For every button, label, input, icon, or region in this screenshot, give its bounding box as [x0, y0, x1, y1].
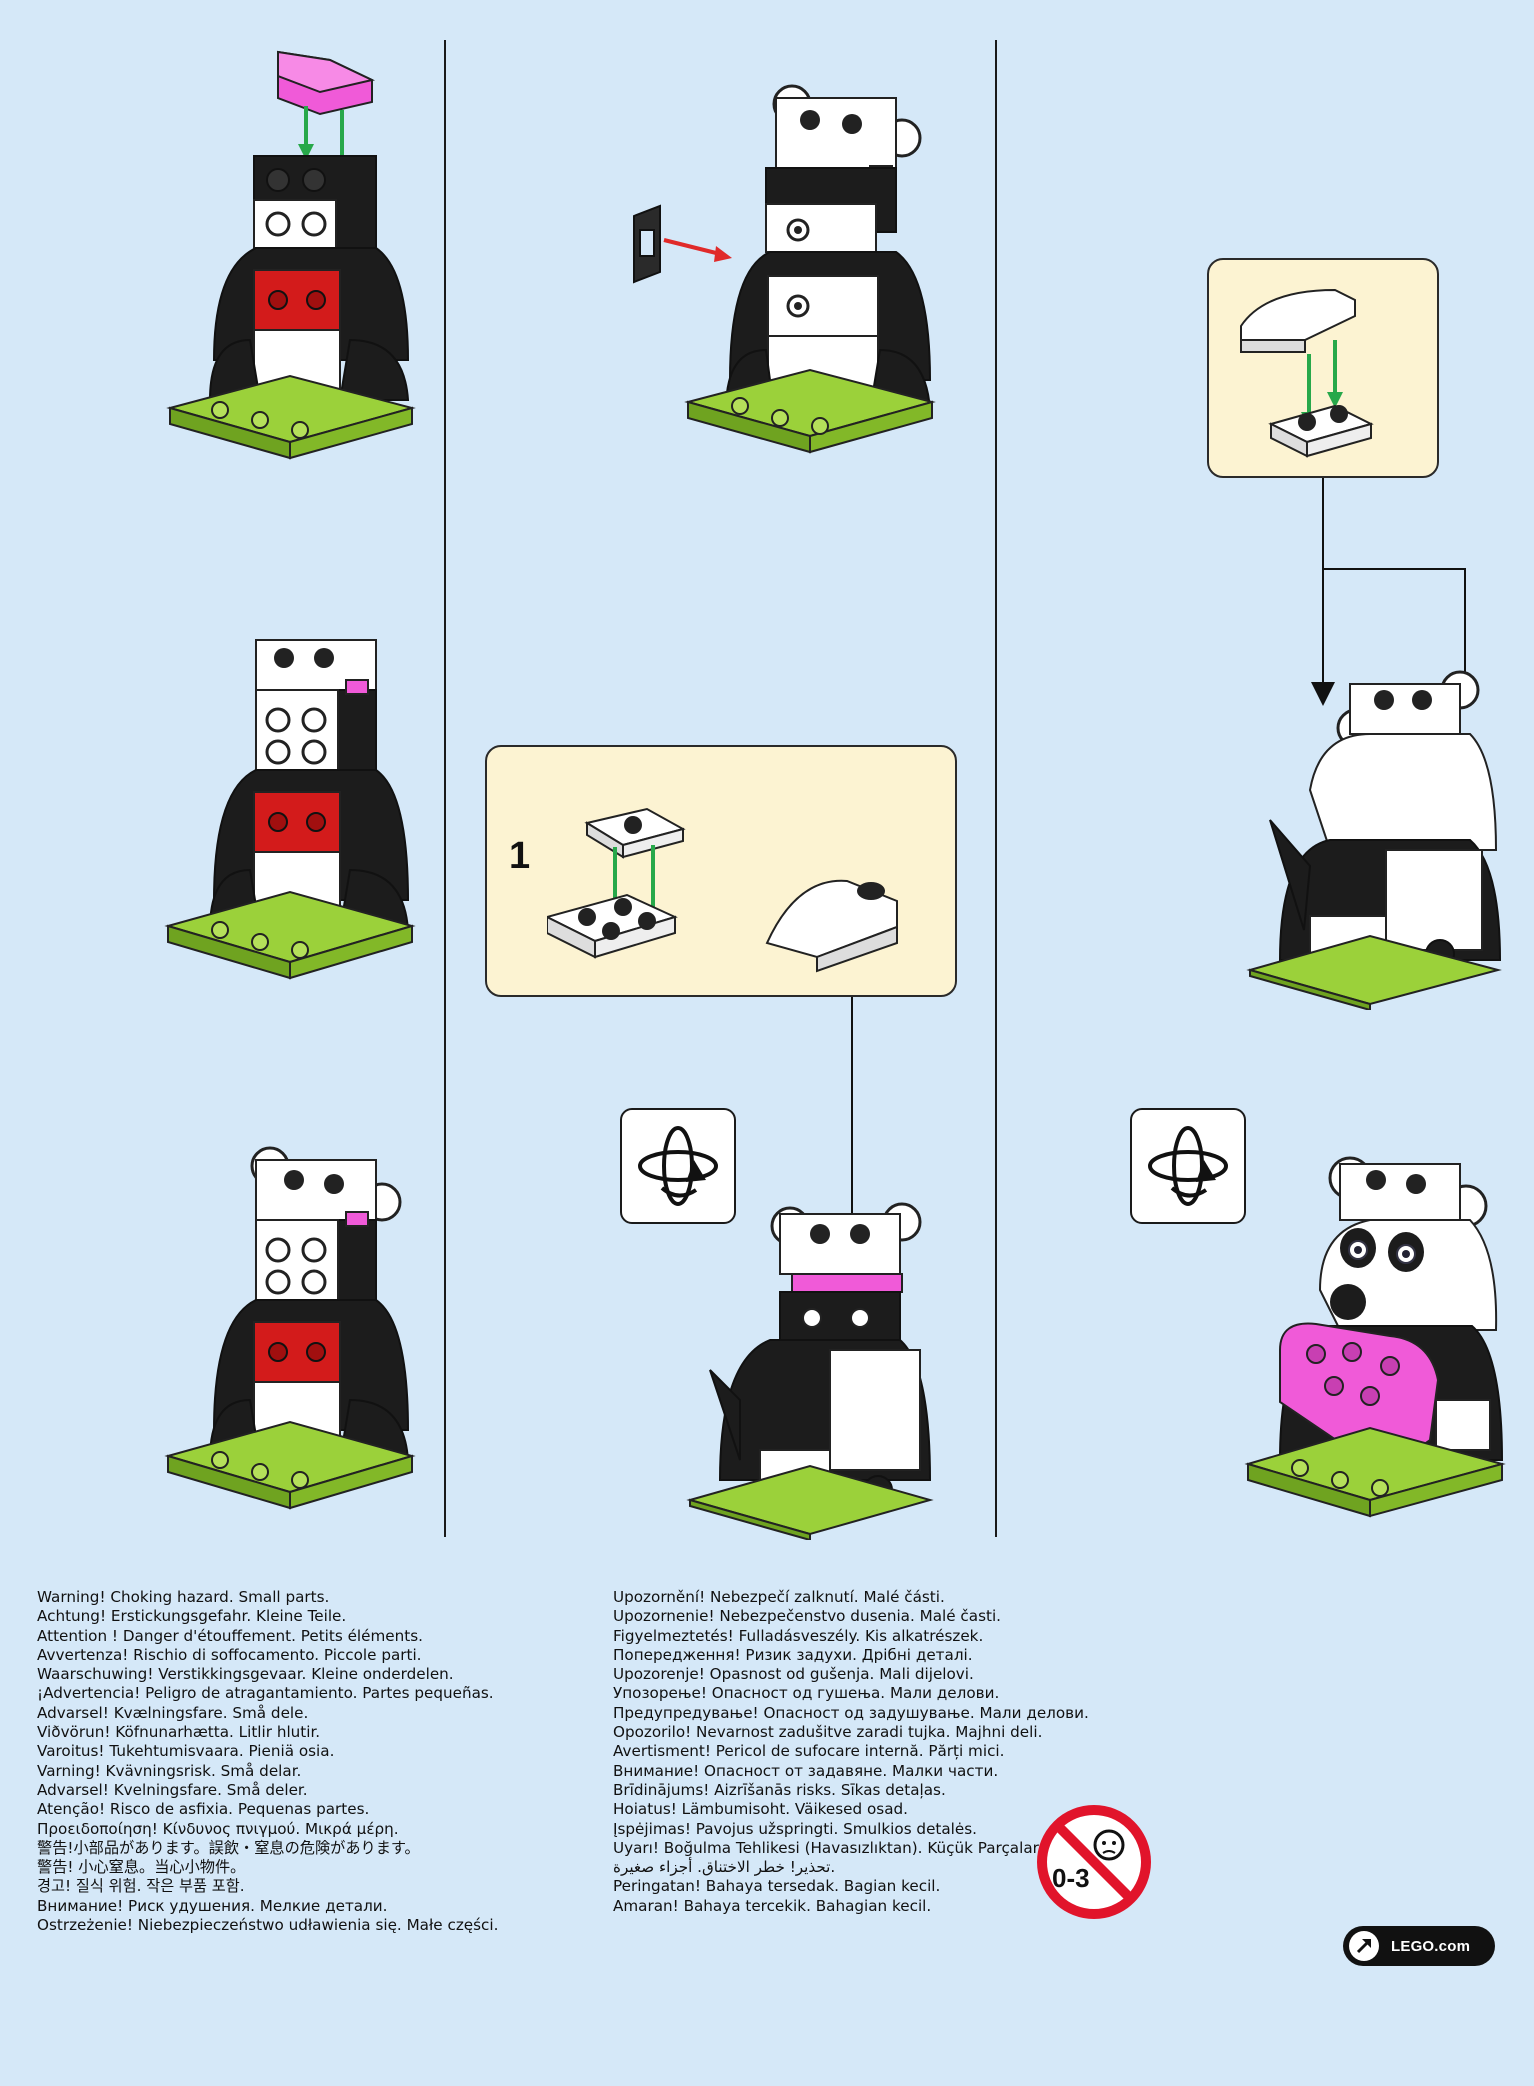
column-divider-right [995, 40, 997, 1537]
warning-list-right: Upozornění! Nebezpečí zalknutí. Malé čás… [613, 1588, 1089, 1916]
warning-line: Įspėjimas! Pavojus užspringti. Smulkios … [613, 1819, 977, 1838]
warning-line: Amaran! Bahaya tercekik. Bahagian kecil. [613, 1896, 932, 1915]
warning-line: Upozorenje! Opasnost od gušenja. Mali di… [613, 1665, 974, 1684]
warning-line: Внимание! Риск удушения. Мелкие детали. [37, 1896, 388, 1915]
warning-line: Hoiatus! Lämbumisoht. Väikesed osad. [613, 1800, 908, 1819]
age-warning-badge: 0-3 [1035, 1803, 1153, 1921]
warning-line: Advarsel! Kvelningsfare. Små deler. [37, 1780, 308, 1799]
warning-line: Warning! Choking hazard. Small parts. [37, 1588, 330, 1606]
warning-line: 경고! 질식 위험. 작은 부품 포함. [37, 1877, 245, 1896]
panda-build-stage-4 [620, 80, 940, 480]
sub-step-number: 1 [509, 835, 531, 877]
warning-line: Упозорење! Опасност од гушења. Мали дело… [613, 1684, 1000, 1703]
warning-line: 警告!小部品があります。誤飲・窒息の危険があります。 [37, 1838, 420, 1857]
sub-assembly-bricks [547, 807, 898, 973]
column-divider-left [444, 40, 446, 1537]
rotate-model-icon [1148, 1126, 1228, 1206]
sub-assembly-callout-2 [1207, 258, 1439, 478]
warning-line: Upozornenie! Nebezpečenstvo dusenia. Mal… [613, 1607, 1002, 1626]
warning-line: Внимание! Опасност от задавяне. Малки ча… [613, 1761, 999, 1780]
warning-line: Προειδοποίηση! Κίνδυνος πνιγμού. Μικρά μ… [37, 1819, 399, 1838]
warning-line: Upozornění! Nebezpečí zalknutí. Malé čás… [613, 1588, 945, 1606]
warning-line: Advarsel! Kvælningsfare. Små dele. [37, 1703, 309, 1722]
warning-line: Avertisment! Pericol de sufocare internă… [613, 1742, 1005, 1761]
panda-build-stage-2 [160, 630, 420, 1010]
warning-list-left: Warning! Choking hazard. Small parts.Ach… [37, 1588, 498, 1935]
panda-build-stage-1 [160, 40, 420, 480]
panda-build-stage-5 [680, 1200, 940, 1540]
lego-website-link[interactable]: LEGO.com [1343, 1926, 1495, 1966]
warning-line: Attention ! Danger d'étouffement. Petits… [37, 1626, 423, 1645]
warning-line: Figyelmeztetés! Fulladásveszély. Kis alk… [613, 1626, 984, 1645]
lego-website-label: LEGO.com [1391, 1937, 1471, 1955]
external-link-arrow-icon [1349, 1931, 1379, 1961]
warning-line: Brīdinājums! Aizrīšanās risks. Sīkas det… [613, 1780, 946, 1799]
age-range-label: 0-3 [1052, 1863, 1090, 1893]
panda-build-stage-3 [160, 1140, 420, 1540]
warning-line: Opozorilo! Nevarnost zadušitve zaradi tu… [613, 1723, 1043, 1742]
warning-line: Waarschuwing! Verstikkingsgevaar. Kleine… [37, 1665, 454, 1684]
callout-connector-line [851, 997, 853, 1369]
panda-build-stage-6 [1240, 670, 1510, 1010]
warning-line: Atenção! Risco de asfixia. Pequenas part… [37, 1800, 370, 1819]
callout-2-connector-horizontal [1322, 568, 1466, 570]
warning-line: Avvertenza! Rischio di soffocamento. Pic… [37, 1645, 422, 1664]
rotate-model-icon [638, 1126, 718, 1206]
warning-line: Varning! Kvävningsrisk. Små delar. [37, 1761, 302, 1780]
warning-line: Uyarı! Boğulma Tehlikesi (Havasızlıktan)… [613, 1838, 1043, 1857]
callout-2-connector-vertical [1322, 478, 1324, 686]
sub-assembly-bricks-2 [1240, 288, 1374, 458]
callout-2-arrowhead-left [1311, 682, 1335, 706]
warning-line: Varoitus! Tukehtumisvaara. Pieniä osia. [37, 1742, 335, 1761]
panda-final-model [1240, 1140, 1510, 1540]
warning-line: تحذير! خطر الاختناق. أجزاء صغيرة. [613, 1858, 836, 1877]
no-under-3-icon [1037, 1805, 1151, 1919]
warning-line: Viðvörun! Köfnunarhætta. Litlir hlutir. [37, 1723, 321, 1742]
rotate-model-button-1 [620, 1108, 736, 1224]
warning-line: ¡Advertencia! Peligro de atragantamiento… [37, 1684, 494, 1703]
warning-line: Peringatan! Bahaya tersedak. Bagian keci… [613, 1877, 941, 1896]
callout-2-connector-right [1464, 568, 1466, 686]
rotate-model-button-2 [1130, 1108, 1246, 1224]
warning-line: Achtung! Erstickungsgefahr. Kleine Teile… [37, 1607, 347, 1626]
warning-line: Предупредување! Опасност од задушување. … [613, 1703, 1089, 1722]
warning-line: 警告! 小心窒息。当心小物件。 [37, 1858, 246, 1877]
sub-assembly-callout: 1 [485, 745, 957, 997]
warning-line: Ostrzeżenie! Niebezpieczeństwo udławieni… [37, 1916, 499, 1935]
warning-line: Попередження! Ризик задухи. Дрібні детал… [613, 1645, 973, 1664]
